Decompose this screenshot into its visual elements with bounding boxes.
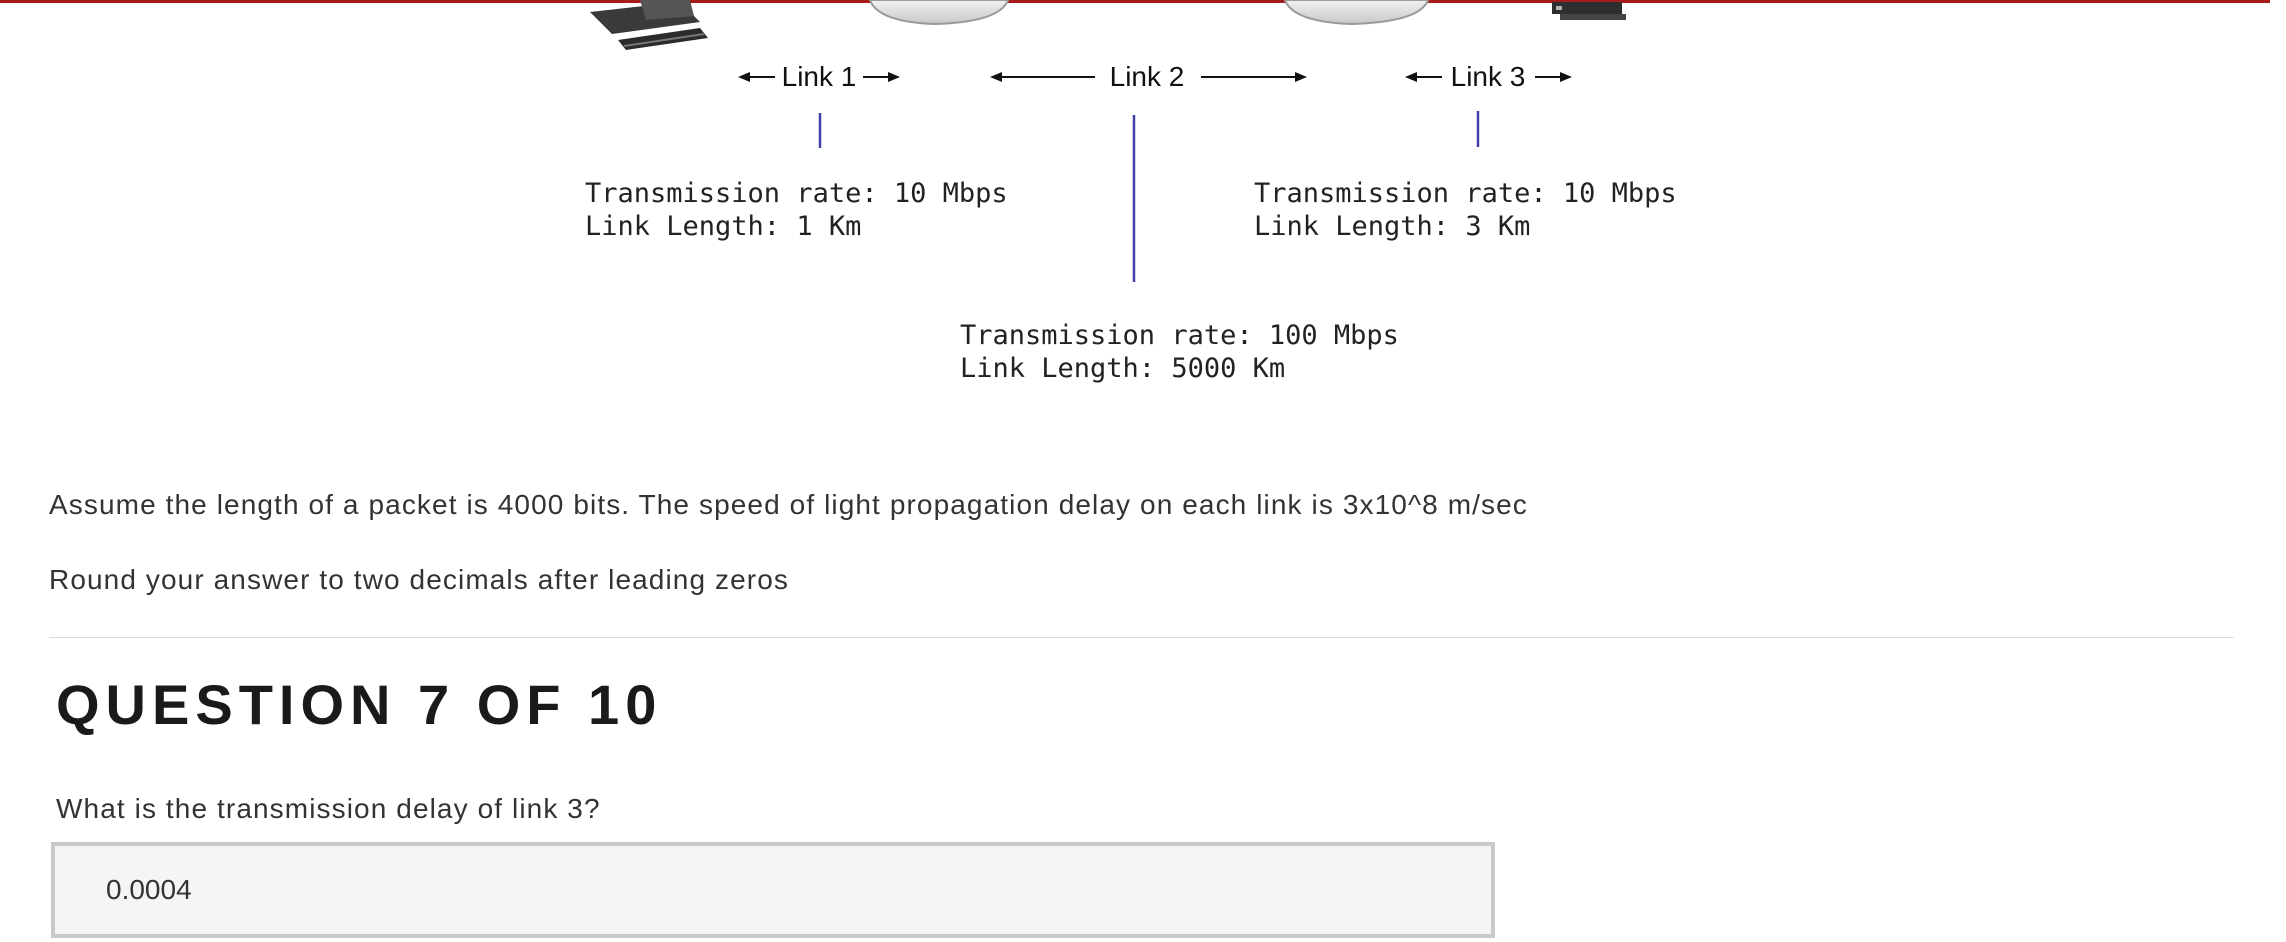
question-text: What is the transmission delay of link 3… xyxy=(56,793,601,824)
top-accent-border xyxy=(0,0,2270,3)
link-3-arrow xyxy=(1405,72,1572,82)
link-2-rate: Transmission rate: 100 Mbps xyxy=(960,320,1399,351)
link-1-arrow xyxy=(738,72,900,82)
link-3-rate: Transmission rate: 10 Mbps xyxy=(1254,178,1677,209)
router-1-icon xyxy=(868,0,1010,26)
link-2-label: Link 2 xyxy=(1110,61,1185,92)
link-3-length: Link Length: 3 Km xyxy=(1254,211,1531,242)
link-3-label: Link 3 xyxy=(1451,61,1526,92)
computer-icon xyxy=(590,0,708,50)
question-title: QUESTION 7 OF 10 xyxy=(56,673,663,736)
network-diagram-svg: Link 1 Link 2 Link 3 xyxy=(590,0,1626,282)
server-icon xyxy=(1552,2,1626,20)
link-2-length: Link Length: 5000 Km xyxy=(960,353,1286,384)
problem-assumption: Assume the length of a packet is 4000 bi… xyxy=(49,489,1528,520)
link-2-arrow xyxy=(990,72,1307,82)
section-divider xyxy=(49,637,2234,638)
answer-input[interactable] xyxy=(51,842,1495,938)
router-2-icon xyxy=(1283,0,1430,26)
link-1-rate: Transmission rate: 10 Mbps xyxy=(585,178,1008,209)
link-1-length: Link Length: 1 Km xyxy=(585,211,862,242)
link-1-label: Link 1 xyxy=(782,61,857,92)
rounding-instruction: Round your answer to two decimals after … xyxy=(49,564,789,595)
network-diagram: Link 1 Link 2 Link 3 Transmission rate: … xyxy=(0,0,2286,420)
